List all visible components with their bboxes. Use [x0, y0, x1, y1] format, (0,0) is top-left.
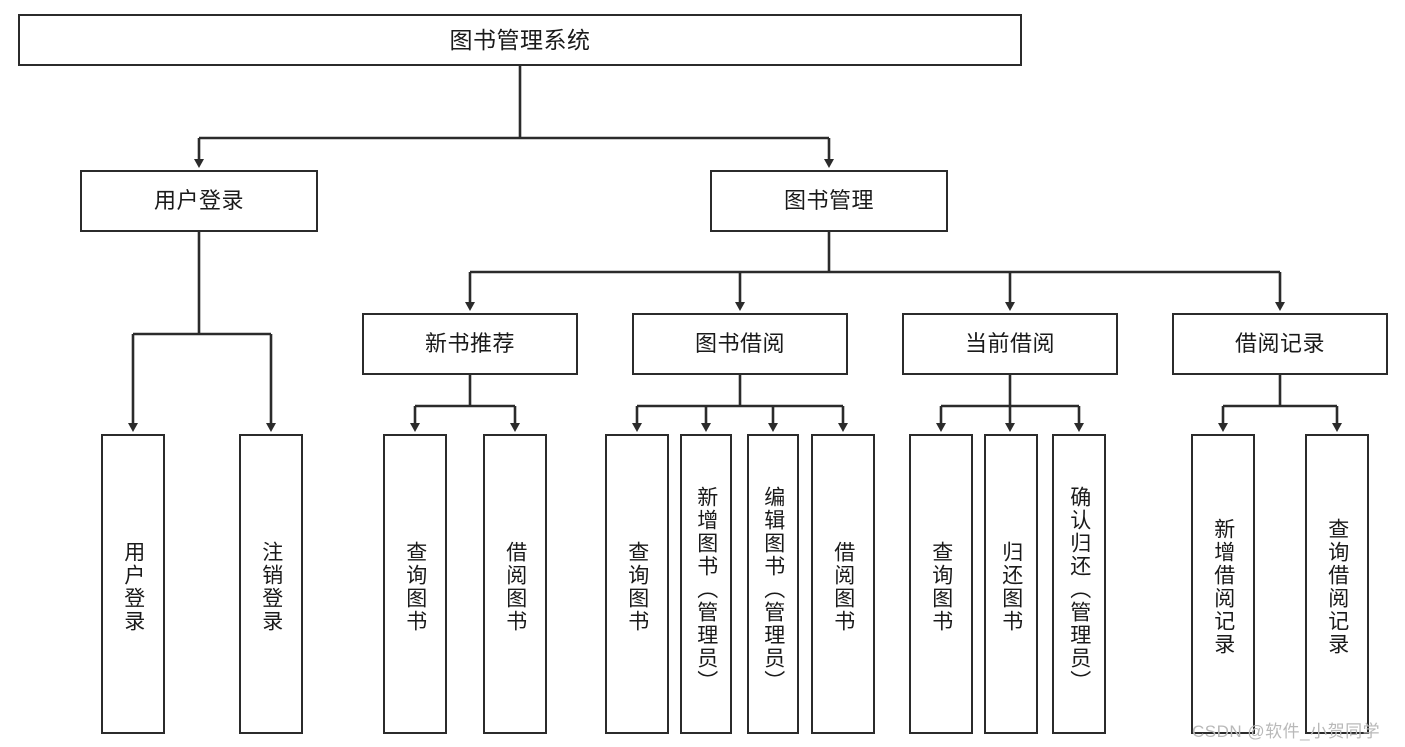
- node-new-book-recommend[interactable]: 新书推荐: [362, 313, 578, 375]
- node-label: 当前借阅: [964, 331, 1055, 357]
- node-label: 确认归还（管理员）: [1067, 485, 1091, 693]
- node-label: 用户登录: [121, 541, 145, 633]
- node-leaf-borrow-book-2[interactable]: 借阅图书: [811, 434, 875, 734]
- node-leaf-add-record[interactable]: 新增借阅记录: [1191, 434, 1255, 734]
- node-label: 新增借阅记录: [1211, 518, 1235, 656]
- node-label: 查询图书: [625, 541, 649, 633]
- node-leaf-query-record[interactable]: 查询借阅记录: [1305, 434, 1369, 734]
- node-book-manage[interactable]: 图书管理: [710, 170, 948, 232]
- node-leaf-logout-login[interactable]: 注销登录: [239, 434, 303, 734]
- node-label: 注销登录: [259, 541, 283, 633]
- node-label: 借阅记录: [1234, 331, 1325, 357]
- node-leaf-return-book[interactable]: 归还图书: [984, 434, 1038, 734]
- node-leaf-query-book-1[interactable]: 查询图书: [383, 434, 447, 734]
- node-book-borrow[interactable]: 图书借阅: [632, 313, 848, 375]
- node-root-library-system[interactable]: 图书管理系统: [18, 14, 1022, 66]
- node-label: 查询图书: [403, 541, 427, 633]
- node-borrow-record[interactable]: 借阅记录: [1172, 313, 1388, 375]
- node-label: 借阅图书: [503, 541, 527, 633]
- node-label: 新书推荐: [424, 331, 515, 357]
- node-current-borrow[interactable]: 当前借阅: [902, 313, 1118, 375]
- node-label: 查询借阅记录: [1325, 518, 1349, 656]
- node-leaf-borrow-book-1[interactable]: 借阅图书: [483, 434, 547, 734]
- node-leaf-edit-book[interactable]: 编辑图书（管理员）: [747, 434, 799, 734]
- node-label: 编辑图书（管理员）: [761, 485, 785, 693]
- node-leaf-confirm-return[interactable]: 确认归还（管理员）: [1052, 434, 1106, 734]
- node-leaf-query-book-3[interactable]: 查询图书: [909, 434, 973, 734]
- node-label: 图书管理: [783, 188, 874, 214]
- node-label: 图书借阅: [694, 331, 785, 357]
- node-leaf-add-book[interactable]: 新增图书（管理员）: [680, 434, 732, 734]
- node-label: 图书管理系统: [449, 26, 591, 53]
- node-user-login[interactable]: 用户登录: [80, 170, 318, 232]
- csdn-watermark: CSDN @软件_小贺同学: [1192, 722, 1381, 741]
- node-label: 新增图书（管理员）: [694, 485, 718, 693]
- node-label: 归还图书: [999, 541, 1023, 633]
- node-label: 查询图书: [929, 541, 953, 633]
- node-label: 用户登录: [153, 188, 244, 214]
- node-leaf-user-login[interactable]: 用户登录: [101, 434, 165, 734]
- node-label: 借阅图书: [831, 541, 855, 633]
- node-leaf-query-book-2[interactable]: 查询图书: [605, 434, 669, 734]
